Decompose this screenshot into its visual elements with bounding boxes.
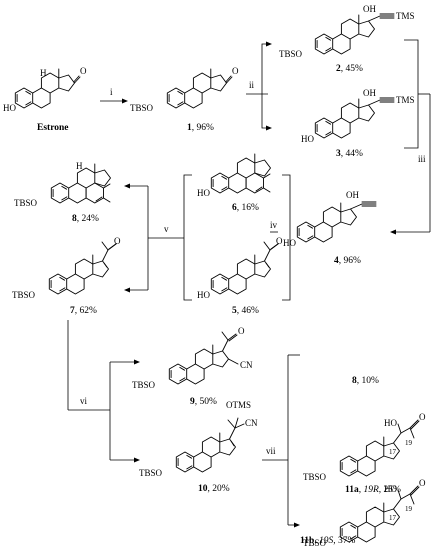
label-ho-3: HO bbox=[301, 134, 314, 144]
molecule-8: TBSO H bbox=[14, 161, 111, 208]
molecule-6: HO bbox=[197, 153, 271, 198]
label-19-11a: 19 bbox=[405, 439, 413, 447]
label-tms-3: TMS bbox=[396, 95, 415, 105]
label-step-v: v bbox=[164, 224, 169, 234]
label-oh-3: OH bbox=[363, 88, 376, 98]
label-step-iv: iv bbox=[270, 220, 278, 230]
label-ho-11b: HO bbox=[384, 484, 397, 494]
label-o-10: O bbox=[238, 326, 245, 336]
molecule-5: HO O bbox=[197, 236, 283, 300]
caption-estrone: Estrone bbox=[37, 123, 69, 133]
molecule-1: TBSO O bbox=[130, 66, 239, 113]
label-step-vi: vi bbox=[80, 396, 88, 406]
label-tbso-7: TBSO bbox=[12, 290, 36, 300]
label-ho-6: HO bbox=[197, 188, 210, 198]
arrow-step-iii: iii bbox=[390, 39, 431, 235]
label-h-estrone: H bbox=[40, 68, 47, 78]
label-ho-estrone: HO bbox=[3, 103, 16, 113]
label-oh-2: OH bbox=[363, 4, 376, 14]
molecule-7: TBSO O bbox=[12, 236, 121, 300]
label-o-1: O bbox=[232, 66, 239, 76]
label-step-ii: ii bbox=[249, 80, 255, 90]
caption-11b-yield: 37% bbox=[338, 536, 356, 546]
molecule-estrone: HO H O bbox=[3, 66, 87, 113]
label-tms-2: TMS bbox=[396, 11, 415, 21]
arrow-step-vi: vi bbox=[67, 320, 140, 463]
caption-9: 10, 20% bbox=[198, 484, 230, 494]
label-tbso-11a: TBSO bbox=[303, 472, 327, 482]
caption-4: 4, 96% bbox=[334, 256, 361, 266]
label-o-7: O bbox=[114, 236, 121, 246]
caption-8b: 8, 10% bbox=[352, 376, 379, 386]
molecule-11a: TBSO HO O 19 17 bbox=[303, 412, 426, 482]
caption-11b-sep2: , bbox=[333, 536, 339, 546]
arrow-step-ii: ii bbox=[246, 41, 272, 131]
caption-11b-text: 11b, 19S, 37% bbox=[300, 536, 355, 547]
label-o-11a: O bbox=[419, 412, 426, 422]
arrow-step-i: i bbox=[100, 87, 128, 104]
caption-3: 3, 44% bbox=[336, 149, 363, 159]
label-step-i: i bbox=[110, 87, 113, 97]
caption-10: 9, 50% bbox=[190, 397, 217, 407]
label-cn-10: CN bbox=[240, 360, 253, 370]
label-tbso-10: TBSO bbox=[132, 380, 156, 390]
molecule-4: HO OH bbox=[283, 190, 377, 248]
label-o-estrone: O bbox=[80, 66, 87, 76]
label-h-8: H bbox=[76, 161, 83, 171]
label-tbso-8: TBSO bbox=[14, 198, 38, 208]
arrow-step-v: v bbox=[124, 174, 192, 301]
caption-2: 2, 45% bbox=[336, 64, 363, 74]
molecule-9: TBSO OTMS CN bbox=[139, 400, 258, 478]
label-tbso-11b: TBSO bbox=[303, 538, 327, 548]
arrow-step-vii: vii bbox=[262, 354, 300, 528]
label-ho-11a: HO bbox=[384, 418, 397, 428]
caption-11a: 11a, 19R, 25% bbox=[345, 485, 401, 495]
label-17-11b: 17 bbox=[389, 514, 397, 522]
caption-5: 5, 46% bbox=[232, 306, 259, 316]
caption-1: 1, 96% bbox=[187, 123, 214, 133]
label-oh-4: OH bbox=[346, 190, 359, 200]
label-17-11a: 17 bbox=[389, 448, 397, 456]
label-step-iii: iii bbox=[418, 154, 426, 164]
label-cn-9: CN bbox=[245, 418, 258, 428]
caption-11b-sep1: , bbox=[314, 536, 320, 546]
label-tbso-2: TBSO bbox=[279, 49, 303, 59]
label-o-11b: O bbox=[419, 478, 426, 488]
caption-11b-num: 11b bbox=[300, 536, 315, 546]
caption-11b-config: 19S bbox=[319, 536, 334, 546]
caption-7: 7, 62% bbox=[70, 306, 97, 316]
label-19-11b: 19 bbox=[405, 505, 413, 513]
caption-8: 8, 24% bbox=[72, 214, 99, 224]
label-tbso-1: TBSO bbox=[130, 103, 154, 113]
caption-6: 6, 16% bbox=[232, 203, 259, 213]
label-tbso-9: TBSO bbox=[139, 468, 163, 478]
molecule-3: HO OH TMS bbox=[301, 88, 415, 144]
label-o-5: O bbox=[276, 236, 283, 246]
label-ho-5: HO bbox=[197, 290, 210, 300]
arrow-step-iv: iv bbox=[270, 174, 291, 301]
label-step-vii: vii bbox=[266, 446, 276, 456]
molecule-11b: TBSO HO O 19 17 bbox=[303, 478, 426, 548]
label-otms-9: OTMS bbox=[226, 400, 251, 410]
molecule-2: TBSO OH TMS bbox=[279, 4, 415, 59]
molecule-10: TBSO O CN bbox=[132, 326, 253, 390]
